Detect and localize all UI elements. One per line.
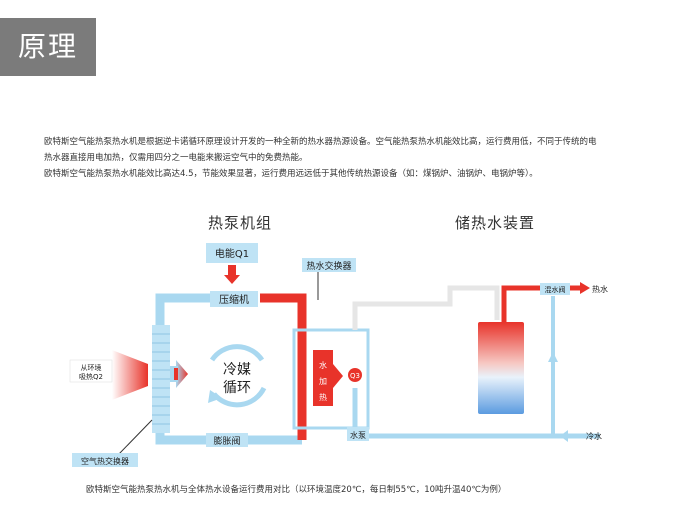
water-heating-block bbox=[313, 350, 333, 406]
env-heat-funnel bbox=[112, 350, 148, 400]
cold-water-label: 冷水 bbox=[586, 431, 602, 441]
storage-title: 储热水装置 bbox=[455, 214, 536, 232]
hot-water-supply-pipe bbox=[352, 285, 500, 330]
power-arrow-head bbox=[224, 275, 240, 284]
pump-label: 水泵 bbox=[350, 430, 366, 440]
intro-line-2: 热水器直接用电加热，仅需用四分之一电能来搬运空气中的免费热能。 bbox=[44, 153, 308, 163]
mixing-valve-box bbox=[540, 283, 570, 295]
cold-inlet-arrow bbox=[560, 430, 568, 442]
cycle-arrow-upper bbox=[209, 344, 265, 362]
refrigerant-label-2: 循环 bbox=[223, 380, 251, 396]
intro-text: 欧特斯空气能热泵热水机是根据逆卡诺循环原理设计开发的一种全新的热水器热源设备。空… bbox=[44, 134, 644, 182]
air-exchanger-leader bbox=[117, 419, 153, 456]
power-arrow-shaft bbox=[228, 265, 236, 275]
water-heating-char-2: 加 bbox=[319, 376, 327, 386]
mixing-up-arrow bbox=[548, 352, 558, 362]
q3-label: Q3 bbox=[350, 372, 360, 380]
hot-outlet-arrow bbox=[580, 282, 590, 294]
power-q1-box bbox=[206, 243, 258, 263]
intro-line-3: 欧特斯空气能热泵热水机能效比高达4.5，节能效果显著，运行费用远远低于其他传统热… bbox=[44, 169, 538, 179]
expansion-valve-label: 膨胀阀 bbox=[213, 435, 240, 447]
env-heat-line-2: 吸热Q2 bbox=[79, 372, 103, 381]
env-heat-box bbox=[69, 359, 113, 383]
storage-tank bbox=[478, 322, 524, 414]
water-heating-arrow bbox=[333, 364, 343, 388]
intro-line-1: 欧特斯空气能热泵热水机是根据逆卡诺循环原理设计开发的一种全新的热水器热源设备。空… bbox=[44, 137, 597, 147]
refrigerant-label-1: 冷媒 bbox=[223, 362, 251, 378]
hot-water-label: 热水 bbox=[592, 284, 608, 294]
cycle-arrow-head bbox=[208, 390, 222, 403]
page-header: 原理 bbox=[0, 18, 96, 76]
cold-water-return-pipe bbox=[352, 388, 600, 439]
compressor-label: 压缩机 bbox=[219, 293, 249, 306]
water-heating-char-3: 热 bbox=[319, 392, 327, 402]
q3-circle bbox=[348, 368, 362, 382]
air-exchanger-label: 空气热交换器 bbox=[81, 456, 129, 466]
hot-refrigerant-pipe bbox=[260, 293, 307, 440]
hot-water-exchanger-label: 热水交换器 bbox=[306, 260, 351, 272]
env-heat-line-1: 从环境 bbox=[81, 363, 102, 372]
water-heating-char-1: 水 bbox=[319, 360, 327, 370]
pump-box bbox=[347, 427, 369, 441]
compressor-box bbox=[210, 291, 258, 307]
diagram-caption: 欧特斯空气能热泵热水机与全体热水设备运行费用对比（以环境温度20℃，每日制55℃… bbox=[86, 485, 507, 495]
air-exchanger-box bbox=[72, 453, 138, 467]
coil-arrow bbox=[176, 360, 188, 388]
power-q1-label: 电能Q1 bbox=[215, 247, 249, 260]
coil-lines bbox=[152, 333, 170, 425]
hot-water-exchanger-box bbox=[302, 258, 356, 272]
coil-arrow-mark bbox=[174, 368, 178, 380]
expansion-valve-box bbox=[206, 433, 248, 447]
hot-water-exchanger-outline bbox=[292, 328, 370, 430]
heat-pump-title: 热泵机组 bbox=[208, 214, 273, 232]
mixing-valve-label: 混水阀 bbox=[545, 285, 566, 294]
